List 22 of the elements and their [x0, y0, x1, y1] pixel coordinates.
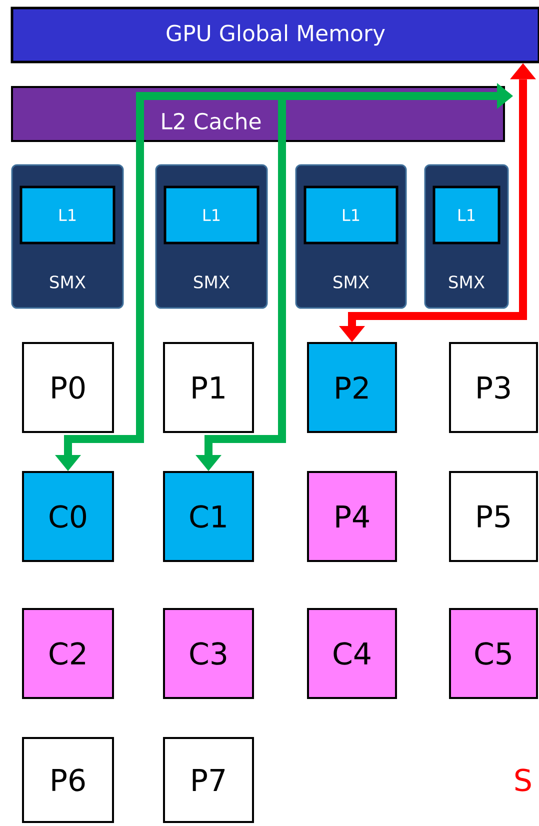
cache-box: L1 [304, 186, 398, 244]
thread-box: P3 [449, 342, 538, 433]
thread-box: P4 [307, 471, 397, 562]
thread-box: P0 [22, 342, 114, 433]
double-arrow [339, 63, 536, 342]
thread-box: C1 [163, 471, 254, 562]
thread-box: C3 [163, 608, 254, 699]
thread-box: P7 [163, 737, 254, 823]
thread-box: C5 [449, 608, 538, 699]
note-text: S [515, 768, 531, 792]
thread-box: P5 [449, 471, 538, 562]
cache-box: L1 [432, 186, 500, 244]
cache-box: L1 [164, 186, 260, 244]
thread-box: P6 [22, 737, 114, 823]
thread-box: P1 [163, 342, 254, 433]
memory-bar: GPU Global Memory [10, 6, 539, 64]
thread-box: C4 [307, 608, 397, 699]
cache-box: L1 [20, 186, 116, 244]
thread-box: C2 [22, 608, 114, 699]
arrow [136, 83, 513, 109]
thread-box: C0 [22, 471, 114, 562]
thread-box: P2 [307, 342, 397, 433]
